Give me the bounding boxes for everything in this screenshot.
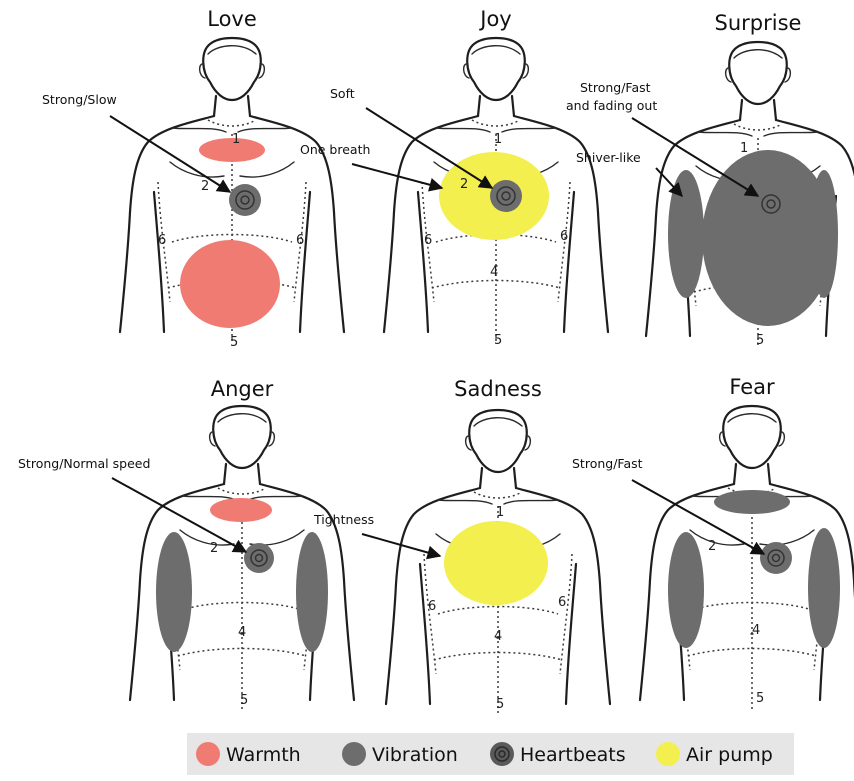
vibration-area-right-arm bbox=[296, 532, 328, 652]
panel-love: Love 2 1 6 6 5 Strong/Slow bbox=[42, 7, 344, 350]
panel-fear: Fear 2 4 5 Strong/Fast bbox=[572, 375, 854, 710]
vibration-area-right-arm bbox=[808, 528, 840, 648]
zone-label: 2 bbox=[460, 177, 468, 192]
legend: Warmth Vibration Heartbeats Air pump bbox=[187, 733, 794, 775]
legend-label-air-pump: Air pump bbox=[686, 744, 773, 766]
zone-label: 4 bbox=[238, 625, 246, 640]
air-pump-swatch bbox=[656, 742, 680, 766]
warmth-swatch bbox=[196, 742, 220, 766]
zone-label: 4 bbox=[490, 265, 498, 280]
zone-label: 1 bbox=[740, 141, 748, 156]
vibration-area-right-arm bbox=[810, 170, 838, 298]
zone-label: 1 bbox=[496, 505, 504, 520]
zone-label: 6 bbox=[560, 229, 568, 244]
heartbeats-target-icon bbox=[760, 542, 792, 574]
heartbeats-target-icon bbox=[229, 184, 261, 216]
zone-label: 1 bbox=[494, 132, 502, 147]
annotation-shiver-like: Shiver-like bbox=[576, 150, 641, 165]
annotation-strong-slow: Strong/Slow bbox=[42, 92, 117, 107]
zone-label: 5 bbox=[756, 333, 764, 348]
annotation-soft: Soft bbox=[330, 86, 355, 101]
zone-label: 2 bbox=[708, 539, 716, 554]
panel-title: Fear bbox=[729, 375, 775, 399]
zone-label: 4 bbox=[494, 629, 502, 644]
legend-label-warmth: Warmth bbox=[226, 744, 301, 766]
heartbeats-target-icon bbox=[490, 742, 514, 766]
warmth-area-neck bbox=[210, 498, 272, 522]
annotation-one-breath: One breath bbox=[300, 142, 370, 157]
panel-title: Anger bbox=[211, 377, 274, 401]
zone-label: 1 bbox=[232, 132, 240, 147]
annotation-strong-normal-speed: Strong/Normal speed bbox=[18, 456, 150, 471]
vibration-swatch bbox=[342, 742, 366, 766]
zone-label: 5 bbox=[496, 697, 504, 712]
panel-title: Joy bbox=[478, 7, 511, 31]
warmth-area-belly bbox=[180, 240, 280, 328]
panel-sadness: Sadness 1 6 6 4 5 Tightness bbox=[313, 377, 610, 714]
zone-label: 6 bbox=[428, 599, 436, 614]
zone-label: 4 bbox=[752, 623, 760, 638]
panel-surprise: Surprise 1 5 Strong/Fast and fading out … bbox=[566, 11, 854, 348]
annotation-fading-out: and fading out bbox=[566, 98, 657, 113]
zone-label: 2 bbox=[201, 179, 209, 194]
zone-label: 5 bbox=[240, 693, 248, 708]
annotation-strong-fast: Strong/Fast bbox=[580, 80, 651, 95]
panel-anger: Anger 2 4 5 Strong/Normal speed bbox=[18, 377, 354, 710]
annotation-strong-fast: Strong/Fast bbox=[572, 456, 643, 471]
heartbeats-target-icon bbox=[244, 543, 274, 573]
heartbeats-target-icon bbox=[490, 180, 522, 212]
zone-label: 2 bbox=[210, 541, 218, 556]
panel-title: Surprise bbox=[715, 11, 802, 35]
legend-label-vibration: Vibration bbox=[372, 744, 458, 766]
vibration-area-neck bbox=[714, 490, 790, 514]
zone-label: 6 bbox=[158, 233, 166, 248]
panel-title: Sadness bbox=[454, 377, 542, 401]
zone-label: 6 bbox=[424, 233, 432, 248]
vibration-area-left-arm bbox=[156, 532, 192, 652]
panel-title: Love bbox=[207, 7, 257, 31]
vibration-area-left-arm bbox=[668, 532, 704, 648]
zone-label: 6 bbox=[296, 233, 304, 248]
zone-label: 5 bbox=[230, 335, 238, 350]
panel-joy: Joy 1 2 6 6 4 5 Soft One breath bbox=[300, 7, 608, 348]
zone-label: 5 bbox=[756, 691, 764, 706]
annotation-arrow bbox=[362, 534, 440, 556]
air-pump-area bbox=[444, 521, 548, 605]
legend-label-heartbeats: Heartbeats bbox=[520, 744, 626, 766]
annotation-tightness: Tightness bbox=[313, 512, 374, 527]
vibration-area-left-arm bbox=[668, 170, 704, 298]
zone-label: 5 bbox=[494, 333, 502, 348]
zone-label: 6 bbox=[558, 595, 566, 610]
